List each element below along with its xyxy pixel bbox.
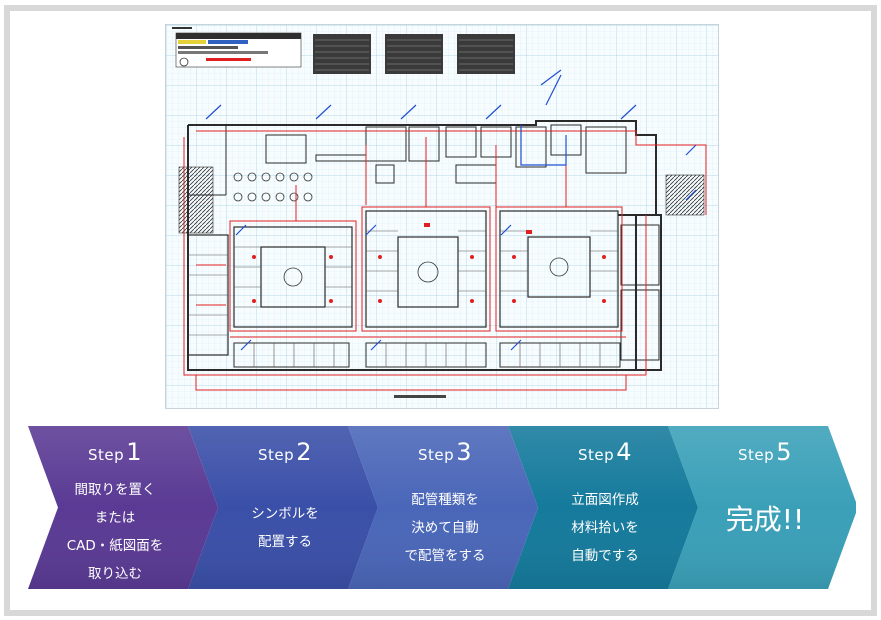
step-4-chevron-shade [508, 426, 698, 589]
step-4-title: Step4 [578, 438, 632, 466]
step-5-chevron-shade [668, 426, 856, 589]
step-2-chevron-shade [188, 426, 378, 589]
step-2-title: Step2 [258, 438, 312, 466]
title-block [172, 27, 302, 68]
step-4-description: 立面図作成材料拾いを自動でする [571, 492, 639, 564]
step-5-title: Step5 [738, 438, 792, 466]
step-1-chevron-shade [28, 426, 218, 589]
step-5-complete: 完成!! [725, 503, 805, 536]
cad-floor-plan-image [165, 24, 719, 409]
step-2: Step2 シンボルを配置する [210, 426, 360, 589]
step-3: Step3 配管種類を決めて自動で配管をする [370, 426, 520, 589]
step-4: Step4 立面図作成材料拾いを自動でする [530, 426, 680, 589]
step-3-chevron-shade [348, 426, 538, 589]
step-3-title: Step3 [418, 438, 472, 466]
step-2-description: シンボルを配置する [251, 506, 319, 550]
step-5: Step5 完成!! [690, 426, 840, 589]
step-3-description: 配管種類を決めて自動で配管をする [404, 492, 486, 564]
step-1-title: Step1 [88, 438, 142, 466]
